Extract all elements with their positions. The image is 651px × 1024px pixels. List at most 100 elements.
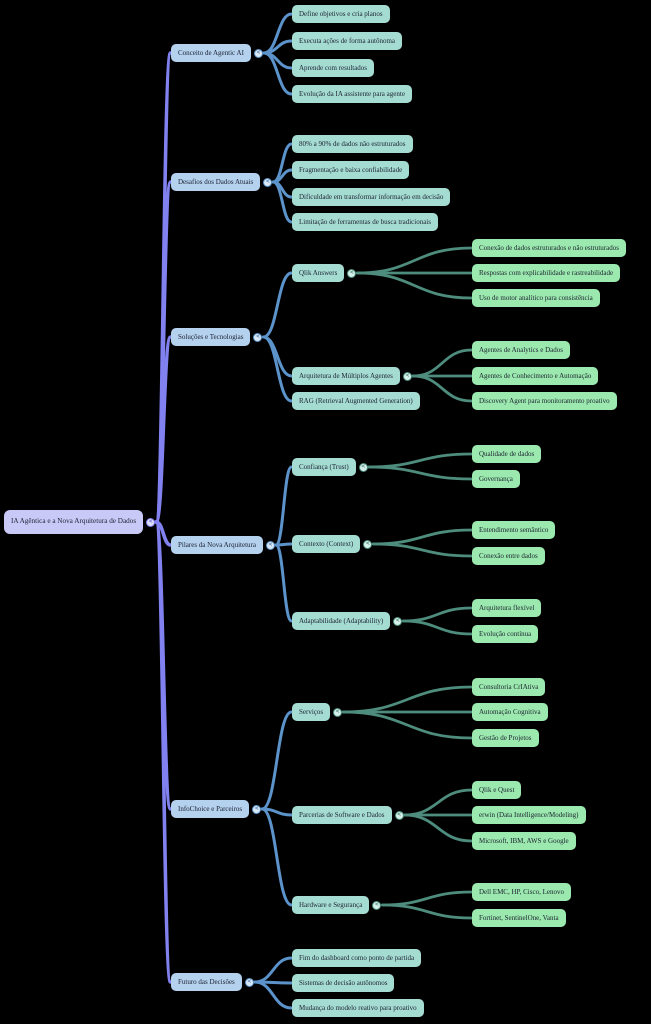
mindmap-node-s2[interactable]: Automação Cognitiva	[472, 703, 548, 721]
mindmap-node-s3[interactable]: Gestão de Projetos	[472, 729, 539, 747]
node-label: RAG (Retrieval Augmented Generation)	[299, 396, 413, 405]
node-label: Respostas com explicabilidade e rastreab…	[479, 268, 614, 277]
mindmap-link	[271, 180, 293, 224]
mindmap-node-a2[interactable]: Agentes de Conhecimento e Automação	[472, 367, 599, 385]
mindmap-node-p2[interactable]: Governança	[472, 470, 520, 488]
mindmap-node-parc[interactable]: Parcerias de Software e Dados	[292, 806, 392, 824]
collapse-toggle-icon[interactable]: <	[358, 462, 368, 472]
mindmap-node-root[interactable]: IA Agêntica e a Nova Arquitetura de Dado…	[4, 510, 144, 534]
node-label: InfoChoice e Parceiros	[178, 804, 243, 813]
node-label: Dell EMC, HP, Cisco, Lenovo	[479, 887, 564, 896]
collapse-toggle-icon[interactable]: <	[263, 177, 273, 187]
mindmap-node-f2[interactable]: Sistemas de decisão autônomos	[292, 974, 395, 992]
mindmap-node-p6[interactable]: Evolução contínua	[472, 625, 539, 643]
mindmap-node-desafios[interactable]: Desafios dos Dados Atuais	[171, 173, 261, 191]
mindmap-node-p5[interactable]: Arquitetura flexível	[472, 599, 542, 617]
mindmap-node-p1[interactable]: Qualidade de dados	[472, 445, 542, 463]
mindmap-node-c1[interactable]: Define objetivos e cria planos	[292, 5, 390, 23]
mindmap-node-futuro[interactable]: Futuro das Decisões	[171, 973, 242, 991]
mindmap-node-conceito[interactable]: Conceito de Agentic AI	[171, 44, 251, 62]
mindmap-node-infochoice[interactable]: InfoChoice e Parceiros	[171, 800, 250, 818]
node-label: Arquitetura de Múltiplos Agentes	[299, 371, 393, 380]
mindmap-link	[401, 619, 473, 636]
mindmap-node-c2[interactable]: Executa ações de forma autônoma	[292, 32, 403, 50]
node-label: Governança	[479, 474, 513, 483]
mindmap-node-ctx[interactable]: Contexto (Context)	[292, 535, 361, 553]
node-label: Adaptabilidade (Adaptability)	[299, 616, 384, 625]
node-label: Sistemas de decisão autônomos	[299, 978, 388, 987]
mindmap-node-a1[interactable]: Agentes de Analytics e Dados	[472, 341, 570, 359]
mindmap-node-d1[interactable]: 80% a 90% de dados não estruturados	[292, 135, 413, 153]
node-label: Executa ações de forma autônoma	[299, 36, 396, 45]
mindmap-link	[261, 335, 293, 403]
toggle-glyph: <	[335, 708, 340, 715]
toggle-glyph: <	[375, 901, 379, 908]
mindmap-node-p3[interactable]: Entendimento semântico	[472, 521, 556, 539]
node-label: Consultoria CrIAtiva	[479, 682, 539, 691]
toggle-glyph: <	[148, 518, 153, 525]
mindmap-node-arq[interactable]: Arquitetura de Múltiplos Agentes	[292, 367, 400, 385]
mindmap-node-c4[interactable]: Evolução da IA assistente para agente	[292, 85, 412, 103]
node-label: Discovery Agent para monitoramento proat…	[479, 396, 610, 405]
collapse-toggle-icon[interactable]: <	[363, 539, 373, 549]
mindmap-link	[154, 520, 173, 984]
collapse-toggle-icon[interactable]: <	[347, 268, 357, 278]
mindmap-node-pa1[interactable]: Qlik e Quest	[472, 781, 522, 799]
collapse-toggle-icon[interactable]: <	[253, 48, 263, 58]
mindmap-node-d2[interactable]: Fragmentação e baixa confiabilidade	[292, 161, 410, 179]
mindmap-node-hw[interactable]: Hardware e Segurança	[292, 896, 370, 914]
mindmap-link	[260, 710, 293, 811]
mindmap-node-adapt[interactable]: Adaptabilidade (Adaptability)	[292, 612, 391, 630]
node-label: Confiança (Trust)	[299, 462, 349, 471]
mindmap-node-q3[interactable]: Uso de motor analítico para consistência	[472, 289, 600, 307]
collapse-toggle-icon[interactable]: <	[252, 804, 262, 814]
mindmap-link	[371, 542, 473, 558]
collapse-toggle-icon[interactable]: <	[394, 810, 404, 820]
mindmap-node-a3[interactable]: Discovery Agent para monitoramento proat…	[472, 392, 617, 410]
mindmap-node-q1[interactable]: Conexão de dados estruturados e não estr…	[472, 239, 626, 257]
mindmap-node-h1[interactable]: Dell EMC, HP, Cisco, Lenovo	[472, 883, 571, 901]
collapse-toggle-icon[interactable]: <	[333, 707, 343, 717]
collapse-toggle-icon[interactable]: <	[244, 977, 254, 987]
mindmap-node-qlik[interactable]: Qlik Answers	[292, 264, 345, 282]
mindmap-link	[262, 51, 293, 96]
toggle-glyph: <	[395, 617, 400, 624]
mindmap-node-d3[interactable]: Dificuldade em transformar informação em…	[292, 188, 451, 206]
mindmap-node-solucoes[interactable]: Soluções e Tecnologias	[171, 328, 251, 346]
mindmap-node-q2[interactable]: Respostas com explicabilidade e rastreab…	[472, 264, 621, 282]
mindmap-link	[355, 271, 473, 300]
node-label: Fragmentação e baixa confiabilidade	[299, 165, 403, 174]
mindmap-node-s1[interactable]: Consultoria CrIAtiva	[472, 678, 546, 696]
collapse-toggle-icon[interactable]: <	[402, 371, 412, 381]
node-label: Automação Cognitiva	[479, 707, 541, 716]
node-label: Uso de motor analítico para consistência	[479, 293, 593, 302]
node-label: Conexão de dados estruturados e não estr…	[479, 243, 619, 252]
mindmap-node-f3[interactable]: Mudança do modelo reativo para proativo	[292, 999, 424, 1017]
collapse-toggle-icon[interactable]: <	[265, 540, 275, 550]
mindmap-node-d4[interactable]: Limitação de ferramentas de busca tradic…	[292, 213, 438, 231]
collapse-toggle-icon[interactable]: <	[372, 900, 382, 910]
mindmap-node-rag[interactable]: RAG (Retrieval Augmented Generation)	[292, 392, 420, 410]
node-label: 80% a 90% de dados não estruturados	[299, 139, 406, 148]
mindmap-node-conf[interactable]: Confiança (Trust)	[292, 458, 356, 476]
mindmap-node-h2[interactable]: Fortinet, SentinelOne, Vanta	[472, 909, 566, 927]
mindmap-node-pa3[interactable]: Microsoft, IBM, AWS e Google	[472, 832, 576, 850]
mindmap-link	[380, 903, 473, 920]
mindmap-node-f1[interactable]: Fim do dashboard como ponto de partida	[292, 949, 422, 967]
node-label: Qlik Answers	[299, 268, 338, 277]
collapse-toggle-icon[interactable]: <	[146, 517, 156, 527]
mindmap-node-pilares[interactable]: Pilares da Nova Arquitetura	[171, 536, 263, 554]
mindmap-link	[341, 710, 473, 740]
mindmap-node-c3[interactable]: Aprende com resultados	[292, 59, 375, 77]
node-label: Arquitetura flexível	[479, 603, 535, 612]
collapse-toggle-icon[interactable]: <	[393, 616, 403, 626]
mindmap-node-p4[interactable]: Conexão entre dados	[472, 547, 545, 565]
mindmap-node-pa2[interactable]: erwin (Data Intelligence/Modeling)	[472, 806, 586, 824]
node-label: Qlik e Quest	[479, 785, 515, 794]
mindmap-node-serv[interactable]: Serviços	[292, 703, 331, 721]
collapse-toggle-icon[interactable]: <	[253, 332, 263, 342]
node-label: Entendimento semântico	[479, 525, 549, 534]
node-label: Fortinet, SentinelOne, Vanta	[479, 913, 559, 922]
